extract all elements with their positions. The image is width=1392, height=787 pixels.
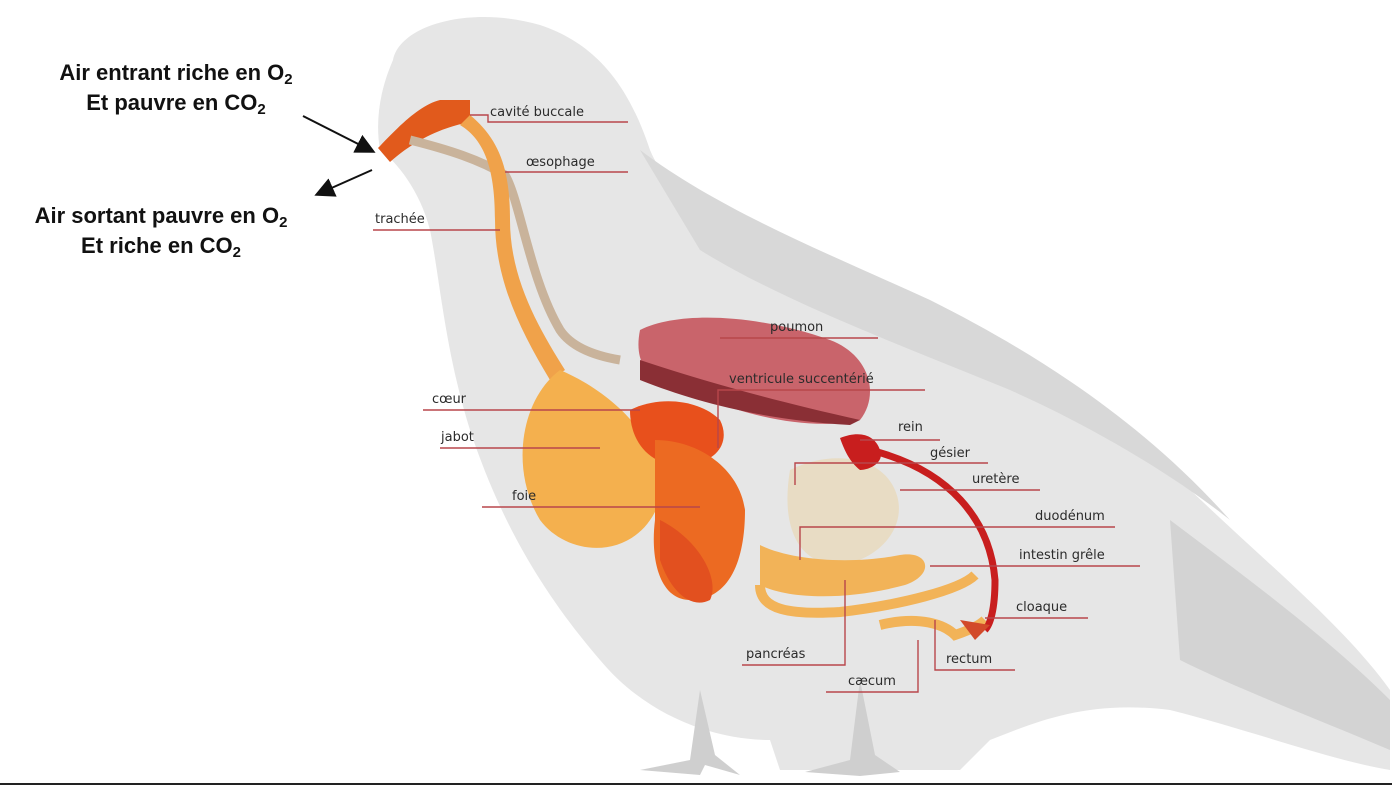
label-rectum: rectum	[946, 652, 992, 667]
label-trachee: trachée	[375, 212, 425, 227]
label-oesophage: œsophage	[526, 155, 595, 170]
air-in-arrow	[303, 116, 372, 151]
label-uretere: uretère	[972, 472, 1019, 487]
label-jabot: jabot	[440, 430, 474, 445]
label-intestin-grele: intestin grêle	[1019, 548, 1105, 563]
label-duodenum: duodénum	[1035, 509, 1105, 524]
label-cloaque: cloaque	[1016, 600, 1067, 615]
pigeon-silhouette	[0, 17, 1392, 784]
label-gesier: gésier	[930, 446, 971, 461]
air-flow-arrows	[303, 116, 372, 194]
air-out-arrow	[318, 170, 372, 194]
label-poumon: poumon	[770, 320, 823, 335]
label-caecum: cæcum	[848, 674, 896, 689]
label-pancreas: pancréas	[746, 647, 806, 662]
label-ventricule-succenterie: ventricule succentérié	[729, 372, 874, 387]
label-cavite-buccale: cavité buccale	[490, 105, 584, 120]
label-foie: foie	[512, 489, 536, 504]
label-coeur: cœur	[432, 392, 467, 407]
label-rein: rein	[898, 420, 923, 435]
